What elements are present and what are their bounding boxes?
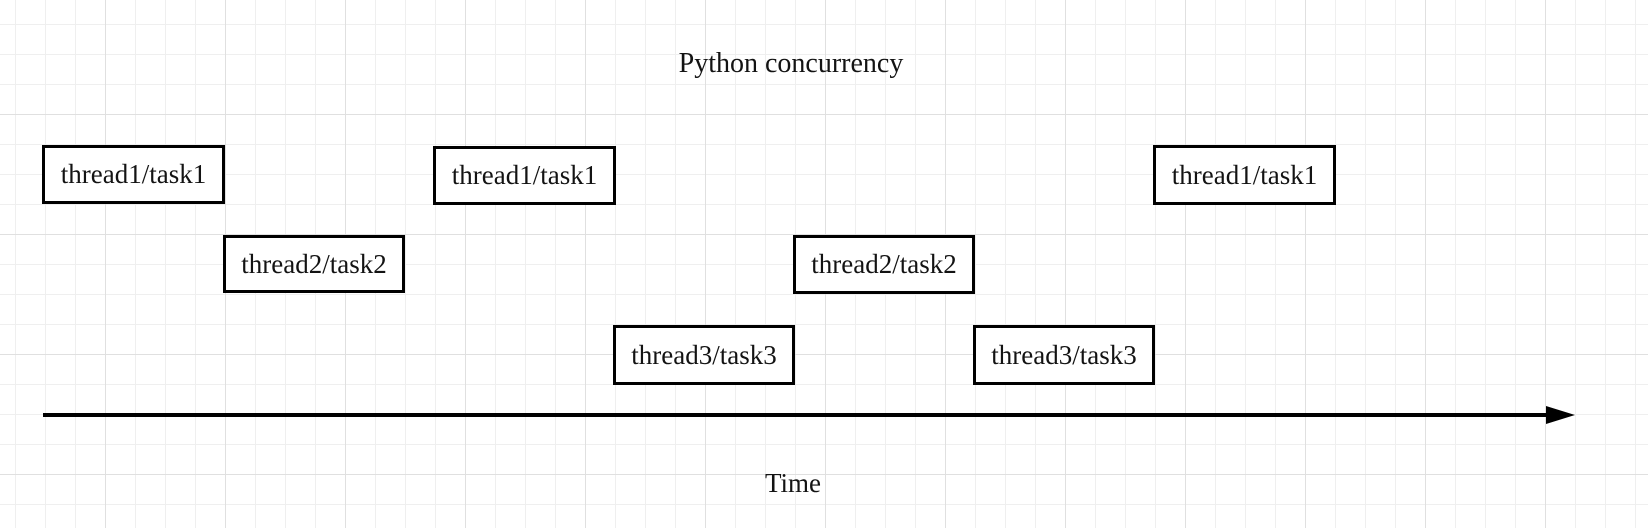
task-box-thread3: thread3/task3: [973, 325, 1155, 385]
diagram-title: Python concurrency: [678, 48, 904, 79]
task-box-thread1: thread1/task1: [42, 145, 225, 204]
task-box-thread3: thread3/task3: [613, 325, 795, 385]
task-box-thread1: thread1/task1: [1153, 145, 1336, 205]
task-box-thread2: thread2/task2: [223, 235, 405, 293]
time-axis-arrowhead-icon: [1546, 406, 1575, 424]
time-axis-label: Time: [764, 468, 822, 498]
time-axis-arrow-shaft: [43, 413, 1549, 417]
task-box-thread1: thread1/task1: [433, 146, 616, 205]
task-box-thread2: thread2/task2: [793, 235, 975, 294]
